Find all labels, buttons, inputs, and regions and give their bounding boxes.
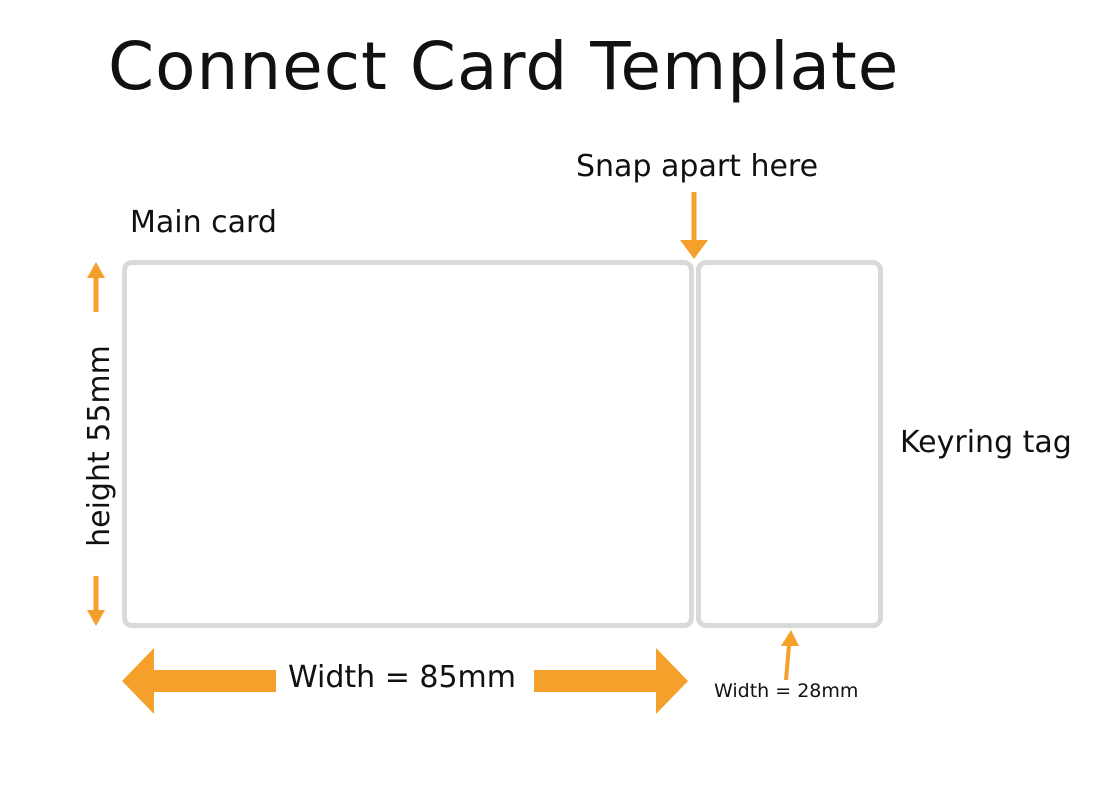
keyring-tag-outline <box>696 260 883 628</box>
keyring-tag-label: Keyring tag <box>900 425 1072 460</box>
snap-arrow-icon <box>680 192 708 259</box>
width-arrow-left-icon <box>122 648 276 714</box>
snap-apart-label: Snap apart here <box>576 149 819 184</box>
main-card-label: Main card <box>130 205 277 240</box>
tag-width-label: Width = 28mm <box>714 680 859 702</box>
height-arrow-up-icon <box>87 262 105 312</box>
main-card-outline <box>122 260 694 628</box>
main-width-label: Width = 85mm <box>288 660 516 695</box>
width-arrow-right-icon <box>534 648 688 714</box>
page-title: Connect Card Template <box>108 28 900 105</box>
tag-width-arrow-icon <box>781 630 799 681</box>
height-arrow-down-icon <box>87 576 105 626</box>
